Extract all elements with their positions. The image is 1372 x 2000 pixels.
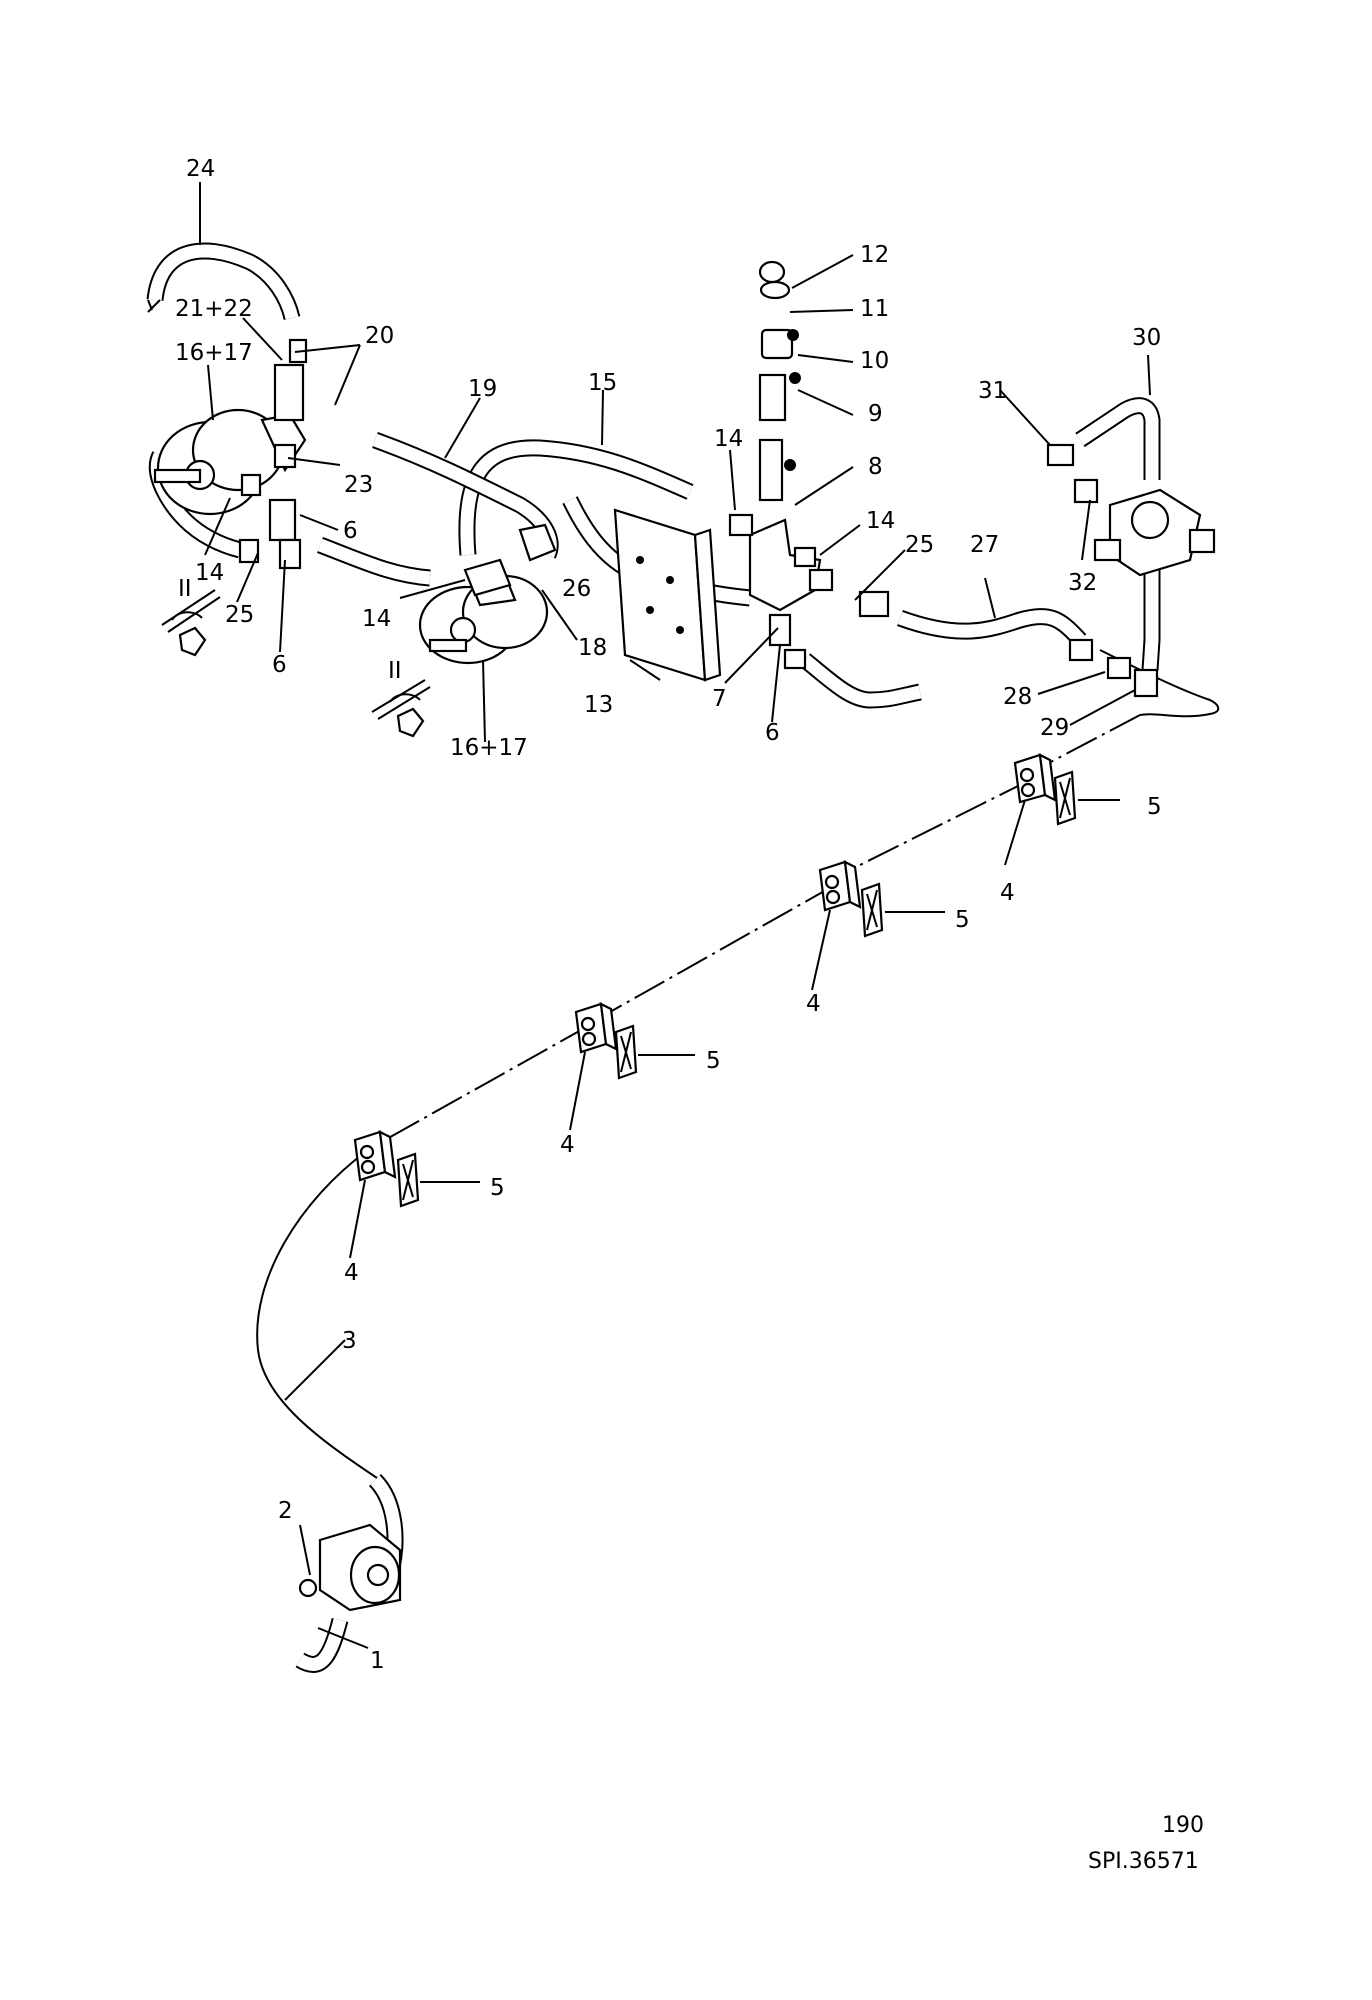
callout-15: 15 bbox=[588, 370, 617, 396]
callout-14-right: 14 bbox=[866, 508, 895, 534]
callout-13: 13 bbox=[584, 692, 613, 718]
callout-14-top: 14 bbox=[714, 426, 743, 452]
callout-5-a: 5 bbox=[1147, 794, 1162, 820]
tee-fittings-left bbox=[238, 338, 308, 570]
pin-key-left bbox=[161, 589, 221, 657]
hose-6-left bbox=[317, 537, 431, 587]
callout-16-17-upper: 16+17 bbox=[175, 340, 253, 366]
page-number: 190 bbox=[1162, 1813, 1204, 1838]
clamp-4-d bbox=[353, 1130, 397, 1182]
callout-14-mid: 14 bbox=[362, 606, 391, 632]
pad-5-c bbox=[614, 1024, 638, 1080]
callout-12: 12 bbox=[860, 242, 889, 268]
callout-20: 20 bbox=[365, 323, 394, 349]
priority-valve-30 bbox=[1093, 488, 1216, 577]
callout-labels: 24 21+22 16+17 20 19 15 14 12 11 10 9 8 … bbox=[175, 156, 1162, 1674]
callout-2: 2 bbox=[278, 1498, 293, 1524]
callout-30: 30 bbox=[1132, 325, 1161, 351]
callout-9: 9 bbox=[868, 401, 883, 427]
callout-18: 18 bbox=[578, 635, 607, 661]
callout-26: 26 bbox=[562, 576, 591, 602]
callout-4-a: 4 bbox=[1000, 880, 1015, 906]
callout-29: 29 bbox=[1040, 715, 1069, 741]
callout-6-left: 6 bbox=[272, 652, 287, 678]
callout-10: 10 bbox=[860, 348, 889, 374]
callout-7: 7 bbox=[712, 686, 727, 712]
callout-21-22: 21+22 bbox=[175, 296, 253, 322]
callout-25-left: 25 bbox=[225, 602, 254, 628]
callout-25-right: 25 bbox=[905, 532, 934, 558]
pipe-30 bbox=[1075, 397, 1161, 671]
clamp-4-b bbox=[818, 860, 862, 912]
callout-5-c: 5 bbox=[706, 1048, 721, 1074]
pad-5-b bbox=[860, 882, 884, 938]
valve-block bbox=[748, 260, 822, 612]
callout-4-b: 4 bbox=[806, 991, 821, 1017]
pad-5-a bbox=[1053, 770, 1077, 826]
callout-6-upper: 6 bbox=[343, 518, 358, 544]
callout-1: 1 bbox=[370, 1648, 385, 1674]
reference-code: SPI.36571 bbox=[1088, 1849, 1199, 1874]
pin-key-right bbox=[371, 679, 431, 738]
mount-plate-13 bbox=[613, 508, 722, 682]
callout-27: 27 bbox=[970, 532, 999, 558]
callout-5-b: 5 bbox=[955, 907, 970, 933]
clamp-4-a bbox=[1013, 753, 1057, 804]
pad-5-d bbox=[396, 1152, 420, 1208]
hose-6-lower bbox=[799, 653, 922, 709]
callout-28: 28 bbox=[1003, 684, 1032, 710]
callout-16-17-lower: 16+17 bbox=[450, 735, 528, 761]
callout-11: 11 bbox=[860, 296, 889, 322]
callout-8: 8 bbox=[868, 454, 883, 480]
callout-19: 19 bbox=[468, 376, 497, 402]
hose-3 bbox=[256, 1149, 381, 1481]
clamp-4-c bbox=[574, 1002, 618, 1054]
hose-24 bbox=[146, 242, 301, 321]
pump-16-17-upper bbox=[153, 408, 307, 516]
pump-1-2 bbox=[298, 1523, 402, 1612]
callout-pin-left: II bbox=[178, 576, 192, 602]
leader-lines bbox=[199, 182, 1151, 1649]
callout-14-left: 14 bbox=[195, 560, 224, 586]
callout-4-c: 4 bbox=[560, 1132, 575, 1158]
fittings-right bbox=[728, 443, 1159, 698]
callout-23: 23 bbox=[344, 472, 373, 498]
callout-3: 3 bbox=[342, 1328, 357, 1354]
cable-chain bbox=[384, 714, 1141, 1141]
callout-32: 32 bbox=[1068, 570, 1097, 596]
hose-27 bbox=[897, 608, 1087, 646]
callout-4-d: 4 bbox=[344, 1260, 359, 1286]
fitting-18 bbox=[463, 523, 557, 597]
callout-pin-right: II bbox=[388, 658, 402, 684]
callout-24: 24 bbox=[186, 156, 215, 182]
hose-15 bbox=[458, 439, 694, 556]
callout-31: 31 bbox=[978, 378, 1007, 404]
callout-5-d: 5 bbox=[490, 1175, 505, 1201]
callout-6-lower: 6 bbox=[765, 720, 780, 746]
